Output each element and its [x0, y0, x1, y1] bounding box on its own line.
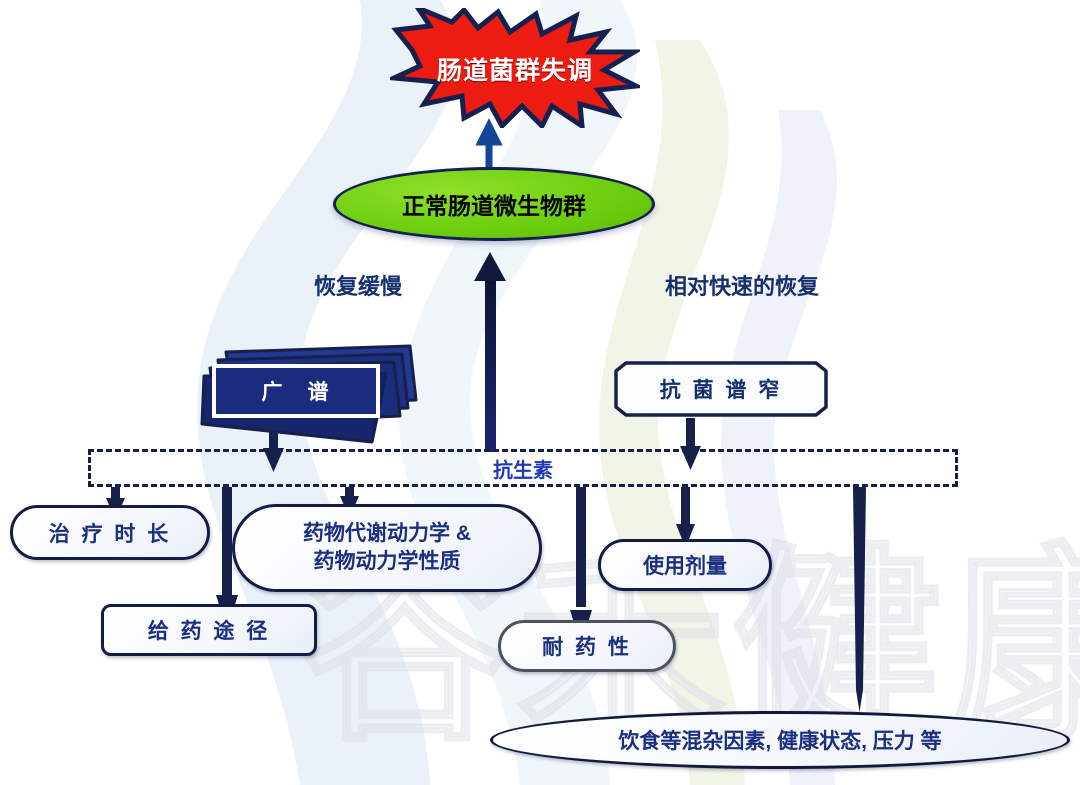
factor-treatment-duration: 治 疗 时 长 [10, 505, 210, 560]
narrow-spectrum-shape [614, 361, 828, 417]
antibiotics-label: 抗生素 [493, 459, 553, 482]
caption-recovery-fast-label: 相对快速的恢复 [664, 274, 819, 299]
arrow-band-to-confounders [853, 487, 866, 712]
pharmacokinetics-label-line1: 药物代谢动力学 & [303, 521, 471, 545]
factor-pharmacokinetics: 药物代谢动力学 & 药物动力学性质 [232, 504, 542, 592]
arrow-band-to-dosage [676, 487, 695, 548]
caption-recovery-slow-label: 恢复缓慢 [313, 274, 402, 299]
administration-route-label: 给 药 途 径 [147, 620, 271, 643]
broad-spectrum-label-wrap: 广 谱 [217, 370, 375, 412]
treatment-duration-label: 治 疗 时 长 [48, 522, 172, 546]
dysbiosis-label: 肠道菌群失调 [436, 57, 593, 85]
normal-microbiota-node: 正常肠道微生物群 [333, 167, 655, 241]
caption-recovery-fast: 相对快速的恢复 [612, 265, 872, 305]
broad-spectrum-label: 广 谱 [261, 381, 331, 404]
antibiotics-band: 抗生素 [88, 449, 958, 487]
factor-drug-resistance: 耐 药 性 [498, 620, 676, 672]
arrow-broad-to-antibiotics [263, 425, 284, 472]
narrow-spectrum-label: 抗 菌 谱 窄 [659, 379, 783, 402]
factor-administration-route: 给 药 途 径 [101, 604, 317, 656]
pharmacokinetics-label-line2: 药物动力学性质 [313, 550, 461, 573]
narrow-spectrum-label-wrap: 抗 菌 谱 窄 [612, 361, 830, 417]
burst-shape [390, 8, 640, 128]
normal-microbiota-label: 正常肠道微生物群 [402, 193, 586, 219]
drug-resistance-label: 耐 药 性 [542, 636, 632, 659]
narrow-spectrum-node: 抗 菌 谱 窄 [612, 361, 830, 417]
factor-confounders: 饮食等混杂因素, 健康状态, 压力 等 [490, 711, 1070, 769]
broad-spectrum-node: 广 谱 [196, 338, 426, 448]
confounders-label: 饮食等混杂因素, 健康状态, 压力 等 [618, 730, 942, 753]
factor-dosage: 使用剂量 [598, 539, 772, 591]
pharmacokinetics-label-wrap: 药物代谢动力学 & 药物动力学性质 [303, 520, 471, 577]
arrow-antibiotics-to-ellipse [474, 252, 506, 452]
arrow-narrow-to-antibiotics [680, 418, 701, 470]
broad-spectrum-shape [200, 344, 418, 444]
caption-recovery-slow: 恢复缓慢 [258, 265, 458, 305]
dysbiosis-burst: 肠道菌群失调 [390, 8, 640, 128]
dosage-label: 使用剂量 [643, 555, 727, 578]
